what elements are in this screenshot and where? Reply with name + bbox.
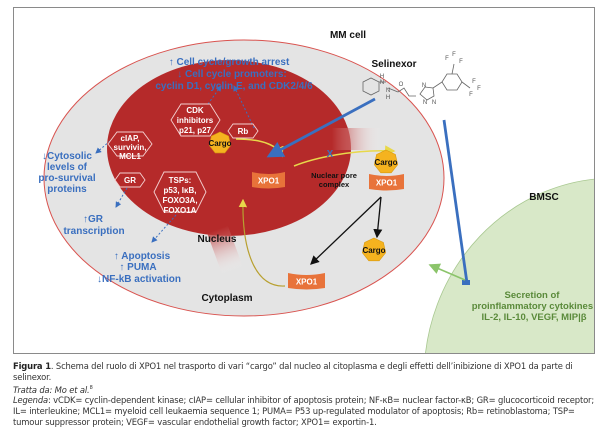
cargo-label: Cargo xyxy=(374,158,397,167)
tsps-line3: FOXO3A, xyxy=(162,196,197,205)
effect-cyclins: cyclin D1, cyclin E, and CDK2/4/6 xyxy=(155,81,313,92)
selinexor-inhibition-bmsc xyxy=(442,119,469,284)
chem-f4: F xyxy=(472,79,476,85)
connector-ciap-cytosolic xyxy=(95,140,111,154)
arrow-bmsc-to-mmcell xyxy=(428,263,466,281)
chem-f3: F xyxy=(459,59,463,65)
nuclear-pore-glow xyxy=(332,128,382,150)
hexagon-cdk-inhibitors xyxy=(170,103,221,137)
arrow-complex-to-cargo xyxy=(373,196,383,239)
cargo-label: Cargo xyxy=(208,139,231,148)
chem-h2: H xyxy=(386,95,390,101)
cargo-label: Cargo xyxy=(362,246,385,255)
figure-description: . Schema del ruolo di XPO1 nel trasporto… xyxy=(13,361,573,382)
effect-nfkb: ↓NF-kB activation xyxy=(97,274,181,285)
hexagon-gr xyxy=(114,172,146,188)
arrow-xpo1-reimport xyxy=(238,198,286,287)
nucleus-label: Nucleus xyxy=(198,234,237,245)
effect-cytosolic-4: proteins xyxy=(47,184,87,195)
figure-frame: ↑ Cell cycle/growth arrest ↓ Cell cycle … xyxy=(13,7,595,354)
xpo1-exported: XPO1 xyxy=(369,174,404,191)
bmsc-label: BMSC xyxy=(529,192,558,203)
nuclear-pore-label-2: complex xyxy=(319,180,350,189)
xpo1-shape xyxy=(288,273,325,290)
effect-cytosolic-1: ↓Cytosolic xyxy=(42,151,92,162)
cdk-inhibitors-line2: inhibitors xyxy=(177,116,214,125)
cdk-inhibitors-line1: CDK xyxy=(186,106,204,115)
chem-n2: N xyxy=(386,88,390,94)
xpo1-nuclear: XPO1 xyxy=(252,172,285,189)
effect-cytosolic-3: pro-survival xyxy=(38,173,95,184)
chem-o: O xyxy=(399,82,404,88)
figure-caption: Figura 1. Schema del ruolo di XPO1 nel t… xyxy=(13,361,595,396)
chem-n3: N xyxy=(422,83,426,89)
effect-cell-cycle-promoters: ↓ Cell cycle promoters: xyxy=(177,69,286,80)
effect-cytosolic-2: levels of xyxy=(47,162,88,173)
export-block-mark: X xyxy=(327,149,334,160)
effect-gr-1: ↑GR xyxy=(83,214,104,225)
cdk-inhibitors-line3: p21, p27 xyxy=(179,126,212,135)
cargo-released: Cargo xyxy=(361,237,387,262)
chem-f2: F xyxy=(452,52,456,58)
inhibition-end-cap xyxy=(462,280,470,285)
arrow-complex-to-xpo1 xyxy=(310,196,382,265)
hexagon-ciap xyxy=(107,131,153,157)
bmsc-secretion-2: proinflammatory cytokines: xyxy=(472,301,595,312)
chem-f5: F xyxy=(477,86,481,92)
cargo-exported: Cargo xyxy=(373,149,399,174)
rb-label: Rb xyxy=(238,127,249,136)
figure-legend: Legenda: vCDK= cyclin-dependent kinase; … xyxy=(13,395,595,428)
cargo-shape xyxy=(361,237,387,262)
cargo-shape xyxy=(208,131,232,154)
cargo-shape xyxy=(373,149,399,174)
hexagon-tsps xyxy=(153,171,207,213)
cargo-nuclear: Cargo xyxy=(208,131,232,154)
ciap-line3: MCL1 xyxy=(119,152,141,161)
gr-label: GR xyxy=(124,176,136,185)
chem-h1: H xyxy=(380,74,384,80)
chem-f1: F xyxy=(445,56,449,62)
xpo1-shape xyxy=(369,174,404,191)
bmsc-secretion-1: Secretion of xyxy=(505,290,561,301)
arrow-xpo1-export xyxy=(293,145,396,167)
mm-cell-label: MM cell xyxy=(330,30,366,41)
effect-apoptosis: ↑ Apoptosis xyxy=(114,251,171,262)
chem-f6: F xyxy=(469,92,473,98)
nuclear-pore-glow-lower xyxy=(207,225,244,276)
figure-label: Figura 1 xyxy=(13,361,51,371)
xpo1-label: XPO1 xyxy=(376,179,398,188)
legend-label: Legenda xyxy=(13,395,48,405)
figure-source: Tratta da: Mo et al. xyxy=(13,384,90,395)
nuclear-pore-label-1: Nuclear pore xyxy=(311,171,357,180)
xpo1-released: XPO1 xyxy=(288,273,325,290)
xpo1-label: XPO1 xyxy=(258,177,280,186)
hexagon-rb xyxy=(227,123,259,139)
figure-source-ref: 8 xyxy=(89,385,93,391)
ciap-line2: survivin, xyxy=(114,143,147,152)
selinexor-label: Selinexor xyxy=(371,59,416,70)
bmsc-secretion-3: IL-2, IL-10, VEGF, MIP|β xyxy=(481,312,586,323)
effect-gr-2: transcription xyxy=(63,226,124,237)
selinexor-structure xyxy=(362,63,471,101)
effect-puma: ↑ PUMA xyxy=(119,262,156,273)
xpo1-diagram: ↑ Cell cycle/growth arrest ↓ Cell cycle … xyxy=(38,30,595,353)
ciap-line1: cIAP, xyxy=(121,134,140,143)
chem-n4: N xyxy=(423,100,427,106)
effect-cell-cycle-arrest: ↑ Cell cycle/growth arrest xyxy=(169,57,290,68)
cytoplasm-label: Cytoplasm xyxy=(201,293,252,304)
legend-text: : vCDK= cyclin-dependent kinase; cIAP= c… xyxy=(13,395,595,427)
xpo1-label: XPO1 xyxy=(296,278,318,287)
tsps-line1: TSPs: xyxy=(169,176,192,185)
bmsc-cell xyxy=(425,178,594,353)
selinexor-inhibition-xpo1 xyxy=(266,97,376,158)
tsps-line4: FOXO1A xyxy=(164,206,197,215)
xpo1-shape xyxy=(252,172,285,189)
chem-n5: N xyxy=(432,100,436,106)
chem-n1: N xyxy=(380,80,384,86)
tsps-line2: p53, IκB, xyxy=(164,186,197,195)
